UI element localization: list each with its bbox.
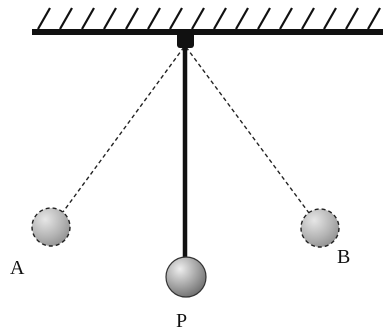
bob-b	[300, 208, 340, 248]
ceiling-beam	[32, 29, 383, 35]
ceiling-support	[32, 7, 383, 35]
ceiling-hatching	[37, 7, 381, 30]
bob-p	[165, 256, 207, 298]
string-to-a	[62, 46, 185, 213]
label-p: P	[176, 310, 187, 332]
string-to-b	[185, 46, 310, 214]
suspension-clamp	[177, 32, 194, 48]
label-a: A	[10, 257, 25, 279]
label-b: B	[337, 246, 350, 268]
bob-a	[31, 207, 71, 247]
